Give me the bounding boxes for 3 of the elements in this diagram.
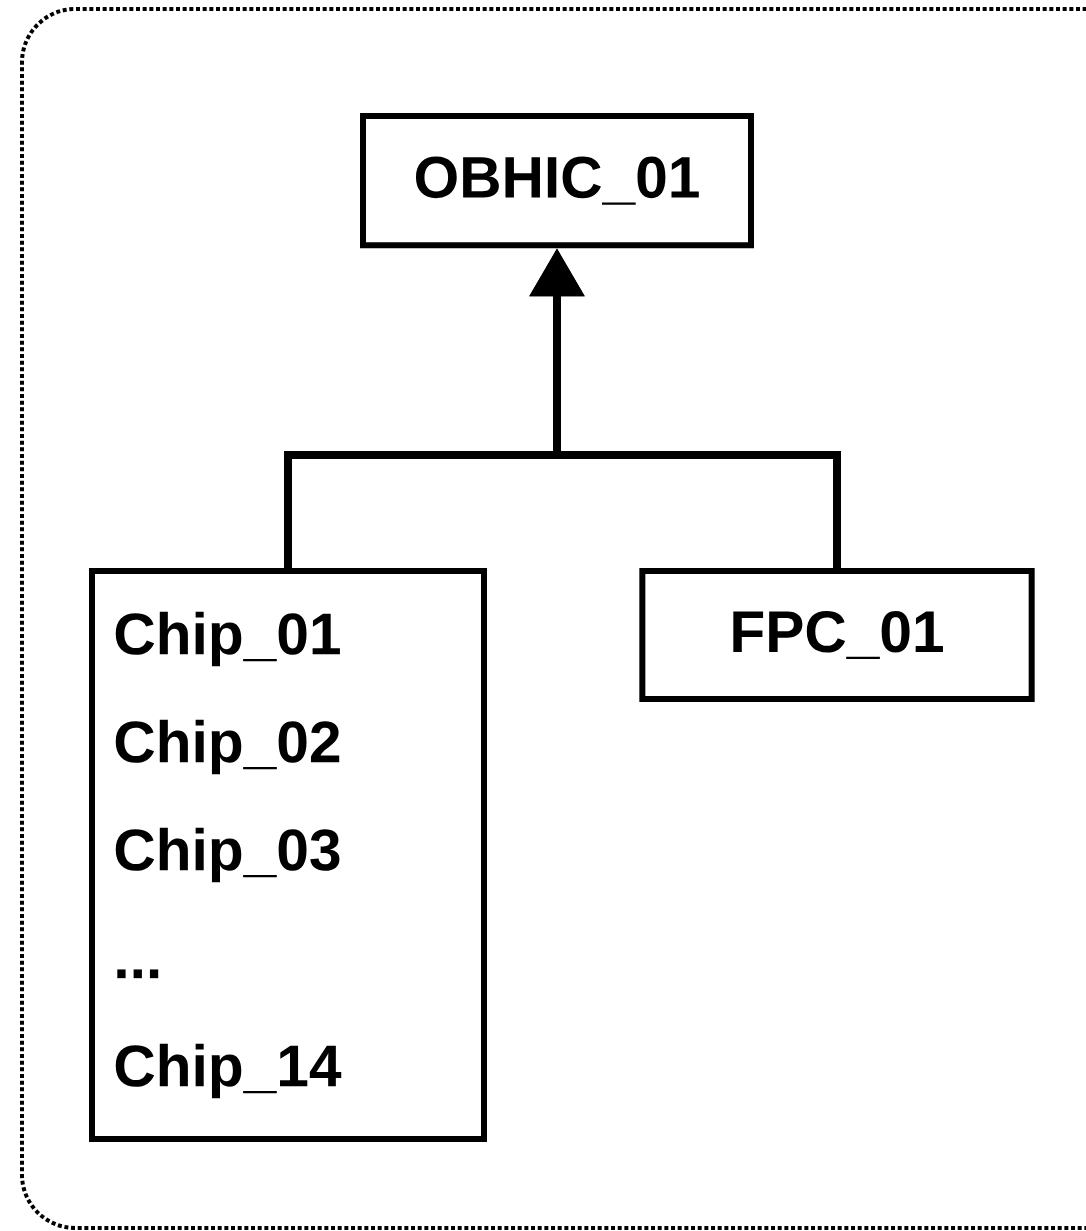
box: FPC_01 xyxy=(639,568,1035,702)
box: Chip_01 Chip_02 Chip_03 ... Chip_14 xyxy=(89,568,487,1142)
box: OBHIC_01 xyxy=(360,113,754,249)
